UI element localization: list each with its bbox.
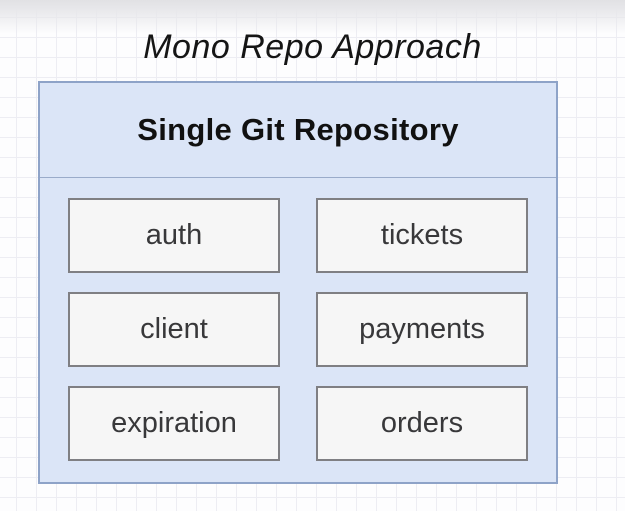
module-box-orders: orders [316,386,528,461]
module-box-auth: auth [68,198,280,273]
single-repo-container: Single Git Repository auth tickets clien… [38,81,558,484]
module-box-expiration: expiration [68,386,280,461]
module-box-client: client [68,292,280,367]
module-box-payments: payments [316,292,528,367]
module-box-tickets: tickets [316,198,528,273]
repo-header-label: Single Git Repository [40,83,556,178]
diagram-title: Mono Repo Approach [143,28,482,66]
repo-module-grid: auth tickets client payments expiration … [40,178,556,482]
